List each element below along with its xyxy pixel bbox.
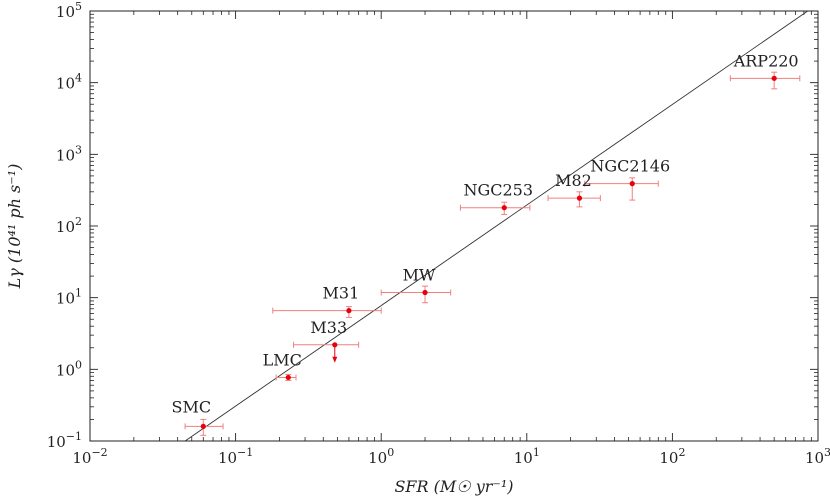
x-axis-label: SFR (M☉ yr⁻¹): [394, 477, 513, 496]
point-label: M33: [310, 318, 347, 337]
y-tick-label: 101: [56, 287, 82, 308]
y-tick-label: 103: [56, 143, 82, 164]
x-tick-label: 10−2: [72, 446, 107, 467]
upper-limit-arrow: [332, 356, 338, 363]
y-tick-label: 100: [56, 358, 82, 379]
fit-line-layer: [184, 11, 808, 441]
data-point: [346, 307, 352, 314]
y-tick-label: 105: [56, 0, 82, 21]
y-tick-label: 102: [56, 215, 82, 236]
point-label: NGC2146: [590, 157, 670, 176]
data-point: [200, 423, 206, 429]
x-tick-label: 10−1: [218, 446, 253, 467]
data-point: [576, 195, 583, 201]
data-point: [285, 374, 291, 381]
data-point: [422, 289, 428, 296]
y-tick-label: 104: [56, 72, 82, 93]
y-tick-label: 10−1: [47, 430, 82, 451]
y-axis-label: Lγ (10⁴¹ ph s⁻¹): [5, 164, 24, 290]
data-point: [771, 75, 777, 81]
x-tick-label: 103: [805, 446, 830, 467]
axis-label-layer: SFR (M☉ yr⁻¹) Lγ (10⁴¹ ph s⁻¹): [5, 164, 514, 496]
point-label: M82: [555, 171, 592, 190]
point-label: LMC: [263, 350, 302, 369]
errorbar-layer: [184, 71, 801, 436]
plot-frame: [89, 10, 819, 442]
data-point-layer: [200, 75, 777, 429]
plot-area: [89, 10, 819, 442]
data-point: [629, 181, 635, 187]
x-tick-label: 101: [514, 446, 540, 467]
x-tick-label: 102: [659, 446, 685, 467]
x-tick-label: 100: [368, 446, 394, 467]
point-label: MW: [403, 266, 436, 285]
fit-line: [184, 11, 808, 441]
data-point: [501, 205, 507, 211]
point-label: SMC: [172, 397, 212, 416]
data-point: [332, 342, 338, 348]
point-label: M31: [323, 284, 360, 303]
point-label: NGC253: [463, 181, 533, 200]
point-label: ARP220: [733, 51, 799, 70]
